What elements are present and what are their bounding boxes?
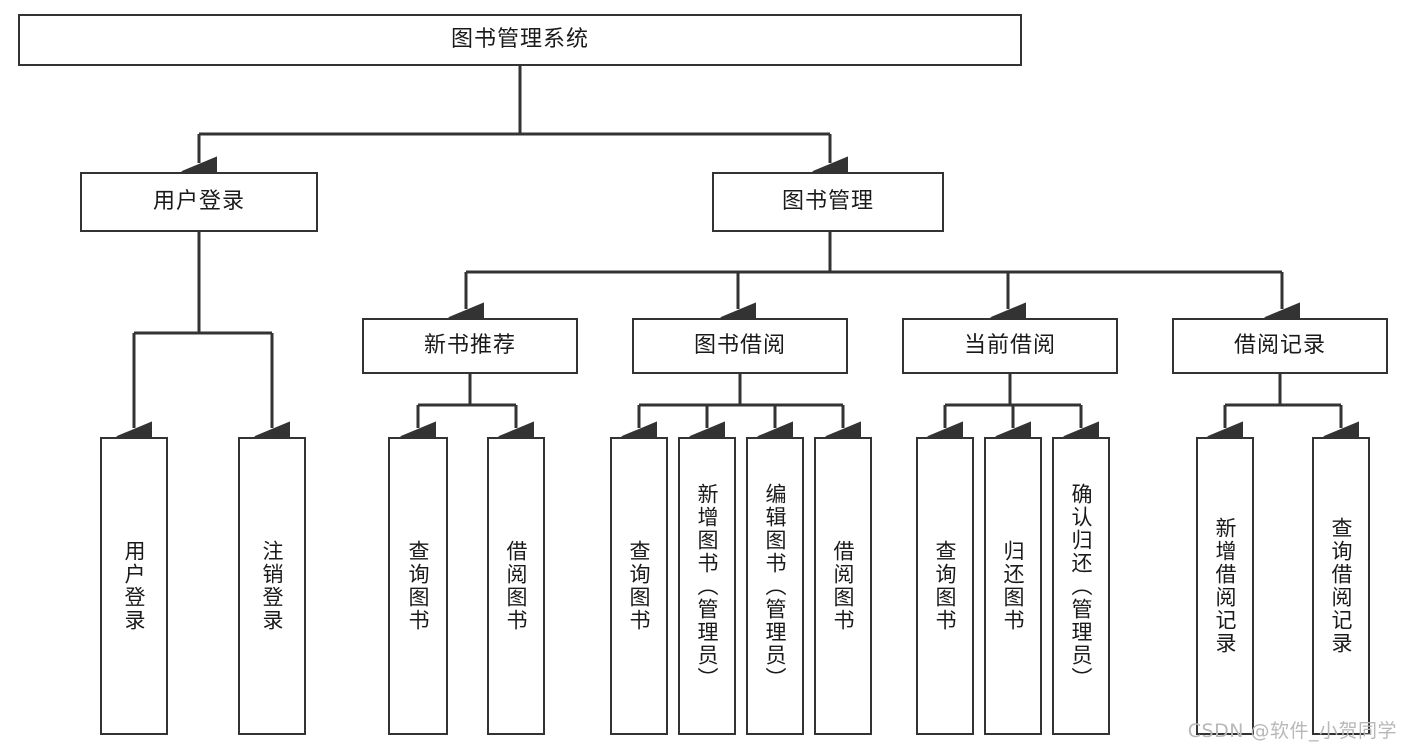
leaf-query-book-borrow[interactable]: 查询图书	[610, 437, 668, 735]
node-root[interactable]: 图书管理系统	[18, 14, 1022, 66]
leaf-return-book-label: 归还图书	[1001, 540, 1026, 632]
node-user-login-label: 用户登录	[152, 188, 245, 214]
leaf-return-book[interactable]: 归还图书	[984, 437, 1042, 735]
leaf-confirm-return-admin[interactable]: 确认归还（管理员）	[1052, 437, 1110, 735]
node-current-borrow-label: 当前借阅	[963, 332, 1056, 358]
node-root-label: 图书管理系统	[450, 26, 589, 52]
leaf-add-borrow-record-label: 新增借阅记录	[1213, 517, 1238, 655]
leaf-logout-label: 注销登录	[260, 540, 285, 632]
node-user-login[interactable]: 用户登录	[80, 172, 318, 232]
node-current-borrow[interactable]: 当前借阅	[902, 318, 1118, 374]
leaf-user-login-label: 用户登录	[122, 540, 147, 632]
leaf-query-book-borrow-label: 查询图书	[627, 540, 652, 632]
node-borrow-record-label: 借阅记录	[1233, 332, 1326, 358]
node-book-borrow[interactable]: 图书借阅	[632, 318, 848, 374]
leaf-query-borrow-record-label: 查询借阅记录	[1329, 517, 1354, 655]
leaf-add-book-admin-label: 新增图书（管理员）	[695, 482, 720, 690]
node-book-borrow-label: 图书借阅	[693, 332, 786, 358]
leaf-query-book-recommend[interactable]: 查询图书	[388, 437, 448, 735]
leaf-query-book-recommend-label: 查询图书	[406, 540, 431, 632]
leaf-borrow-book[interactable]: 借阅图书	[814, 437, 872, 735]
leaf-user-login[interactable]: 用户登录	[100, 437, 168, 735]
node-new-book-recommend[interactable]: 新书推荐	[362, 318, 578, 374]
node-new-book-recommend-label: 新书推荐	[423, 332, 516, 358]
leaf-borrow-book-recommend-label: 借阅图书	[504, 540, 529, 632]
leaf-add-borrow-record[interactable]: 新增借阅记录	[1196, 437, 1254, 735]
leaf-edit-book-admin-label: 编辑图书（管理员）	[763, 482, 788, 690]
leaf-borrow-book-label: 借阅图书	[831, 540, 856, 632]
leaf-confirm-return-admin-label: 确认归还（管理员）	[1069, 482, 1094, 690]
node-book-management-label: 图书管理	[781, 188, 874, 214]
leaf-query-borrow-record[interactable]: 查询借阅记录	[1312, 437, 1370, 735]
leaf-query-book-current-label: 查询图书	[933, 540, 958, 632]
leaf-add-book-admin[interactable]: 新增图书（管理员）	[678, 437, 736, 735]
node-book-management[interactable]: 图书管理	[712, 172, 944, 232]
leaf-borrow-book-recommend[interactable]: 借阅图书	[487, 437, 545, 735]
watermark: CSDN @软件_小贺同学	[1187, 720, 1397, 742]
leaf-edit-book-admin[interactable]: 编辑图书（管理员）	[746, 437, 804, 735]
leaf-query-book-current[interactable]: 查询图书	[916, 437, 974, 735]
leaf-logout[interactable]: 注销登录	[238, 437, 306, 735]
node-borrow-record[interactable]: 借阅记录	[1172, 318, 1388, 374]
